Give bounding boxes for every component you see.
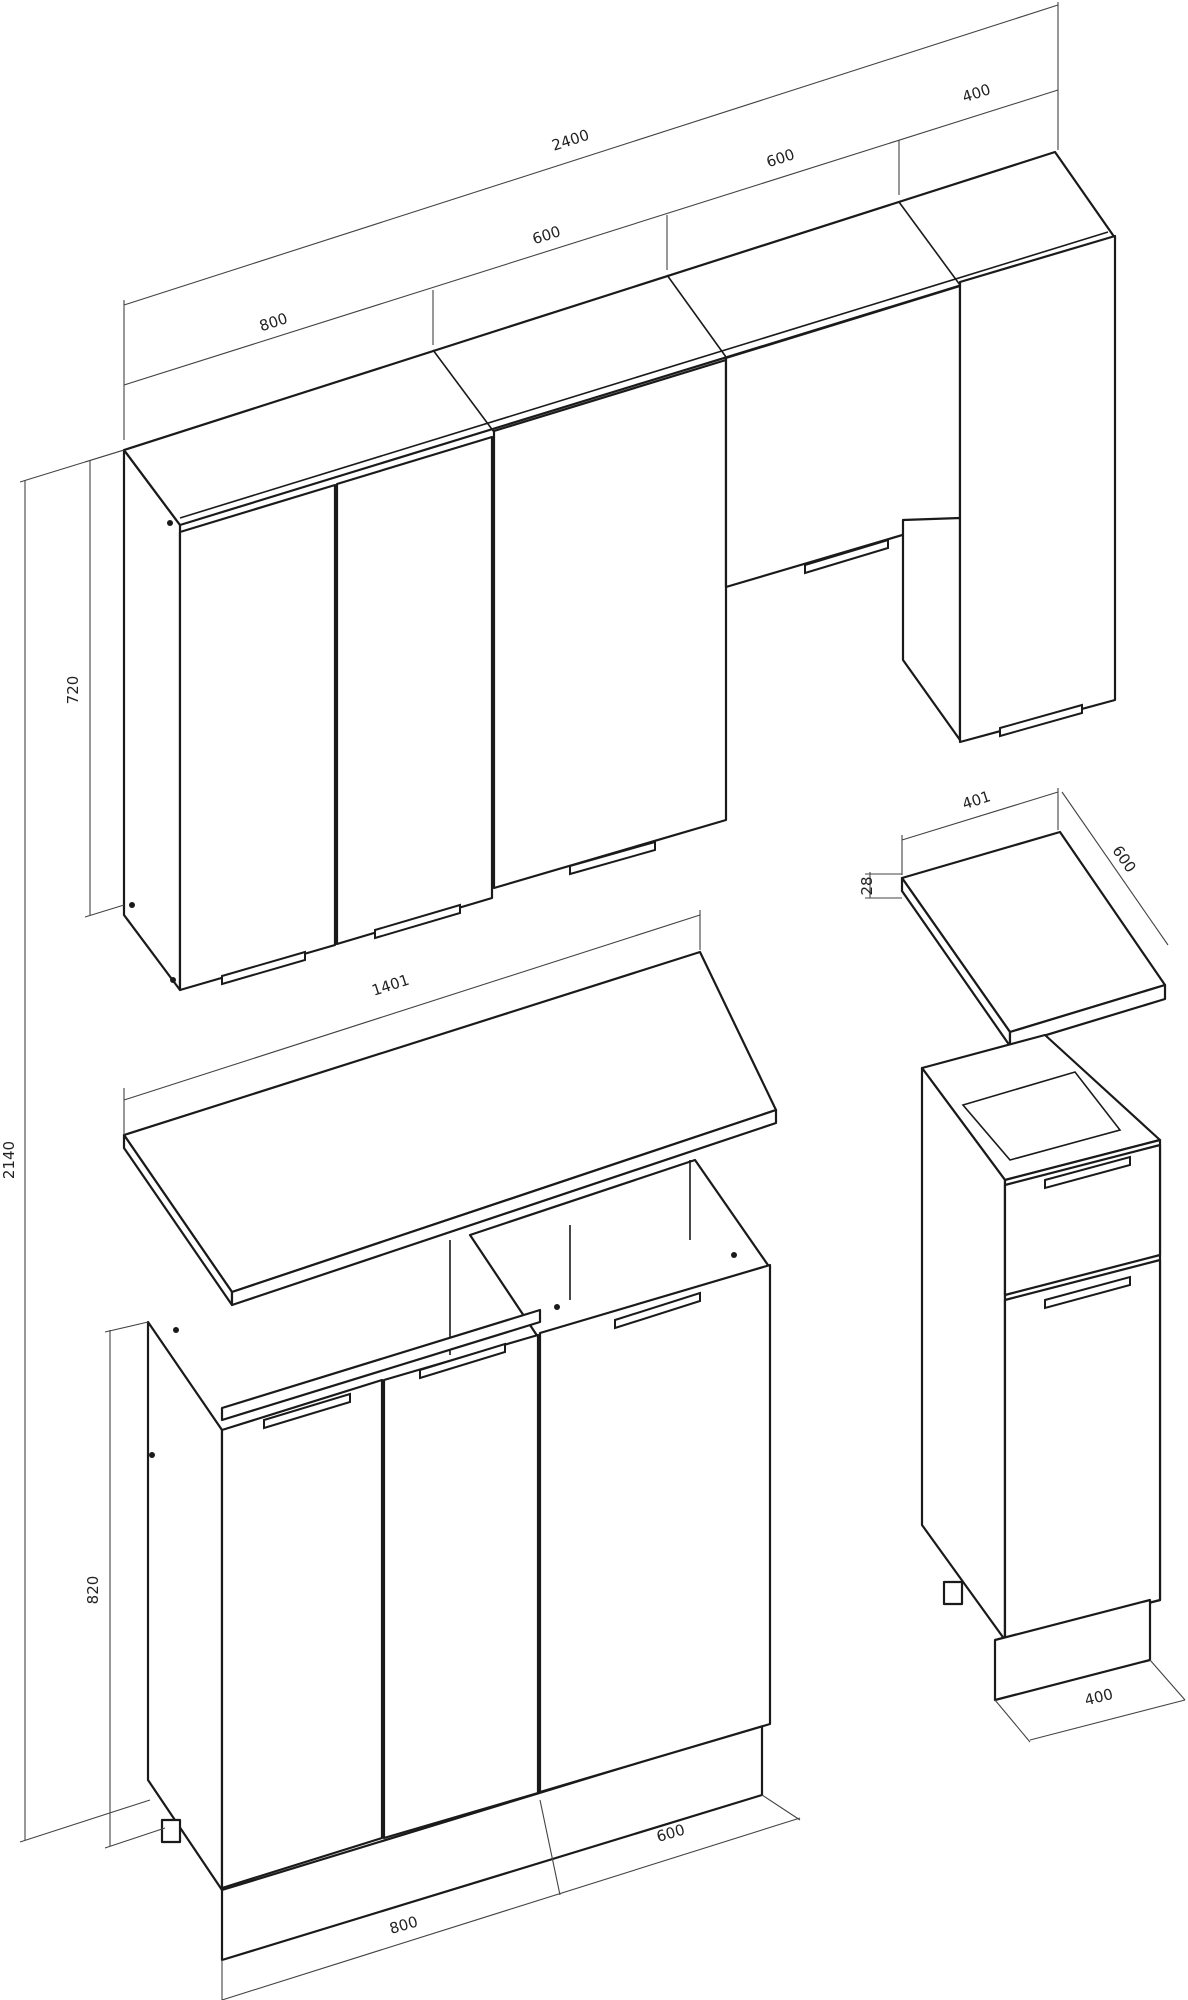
dim-small-top-thickness: 28	[858, 876, 876, 895]
countertop	[122, 950, 778, 1307]
dimension-lines	[19, 2, 1186, 2000]
dim-upper-3-width: 600	[764, 145, 797, 171]
dim-small-top-depth: 600	[1109, 842, 1140, 876]
dim-total-width: 2400	[550, 126, 592, 155]
small-base-cabinet	[920, 1033, 1162, 1702]
dim-upper-1-width: 800	[257, 309, 290, 335]
dim-upper-2-width: 600	[530, 222, 563, 248]
upper-cabinets	[122, 150, 1117, 992]
dim-small-top-width: 401	[960, 787, 993, 813]
dim-lower-1-width: 800	[387, 1913, 419, 1938]
dim-upper-4-width: 400	[960, 80, 993, 106]
dim-countertop-length: 1401	[370, 971, 412, 1000]
small-countertop	[900, 830, 1167, 1048]
dim-lower-height: 820	[84, 1576, 102, 1605]
dim-small-base-width: 400	[1083, 1685, 1115, 1709]
lower-cabinets	[146, 1158, 964, 1962]
dim-total-height: 2140	[0, 1141, 18, 1179]
dim-upper-height: 720	[64, 676, 82, 705]
